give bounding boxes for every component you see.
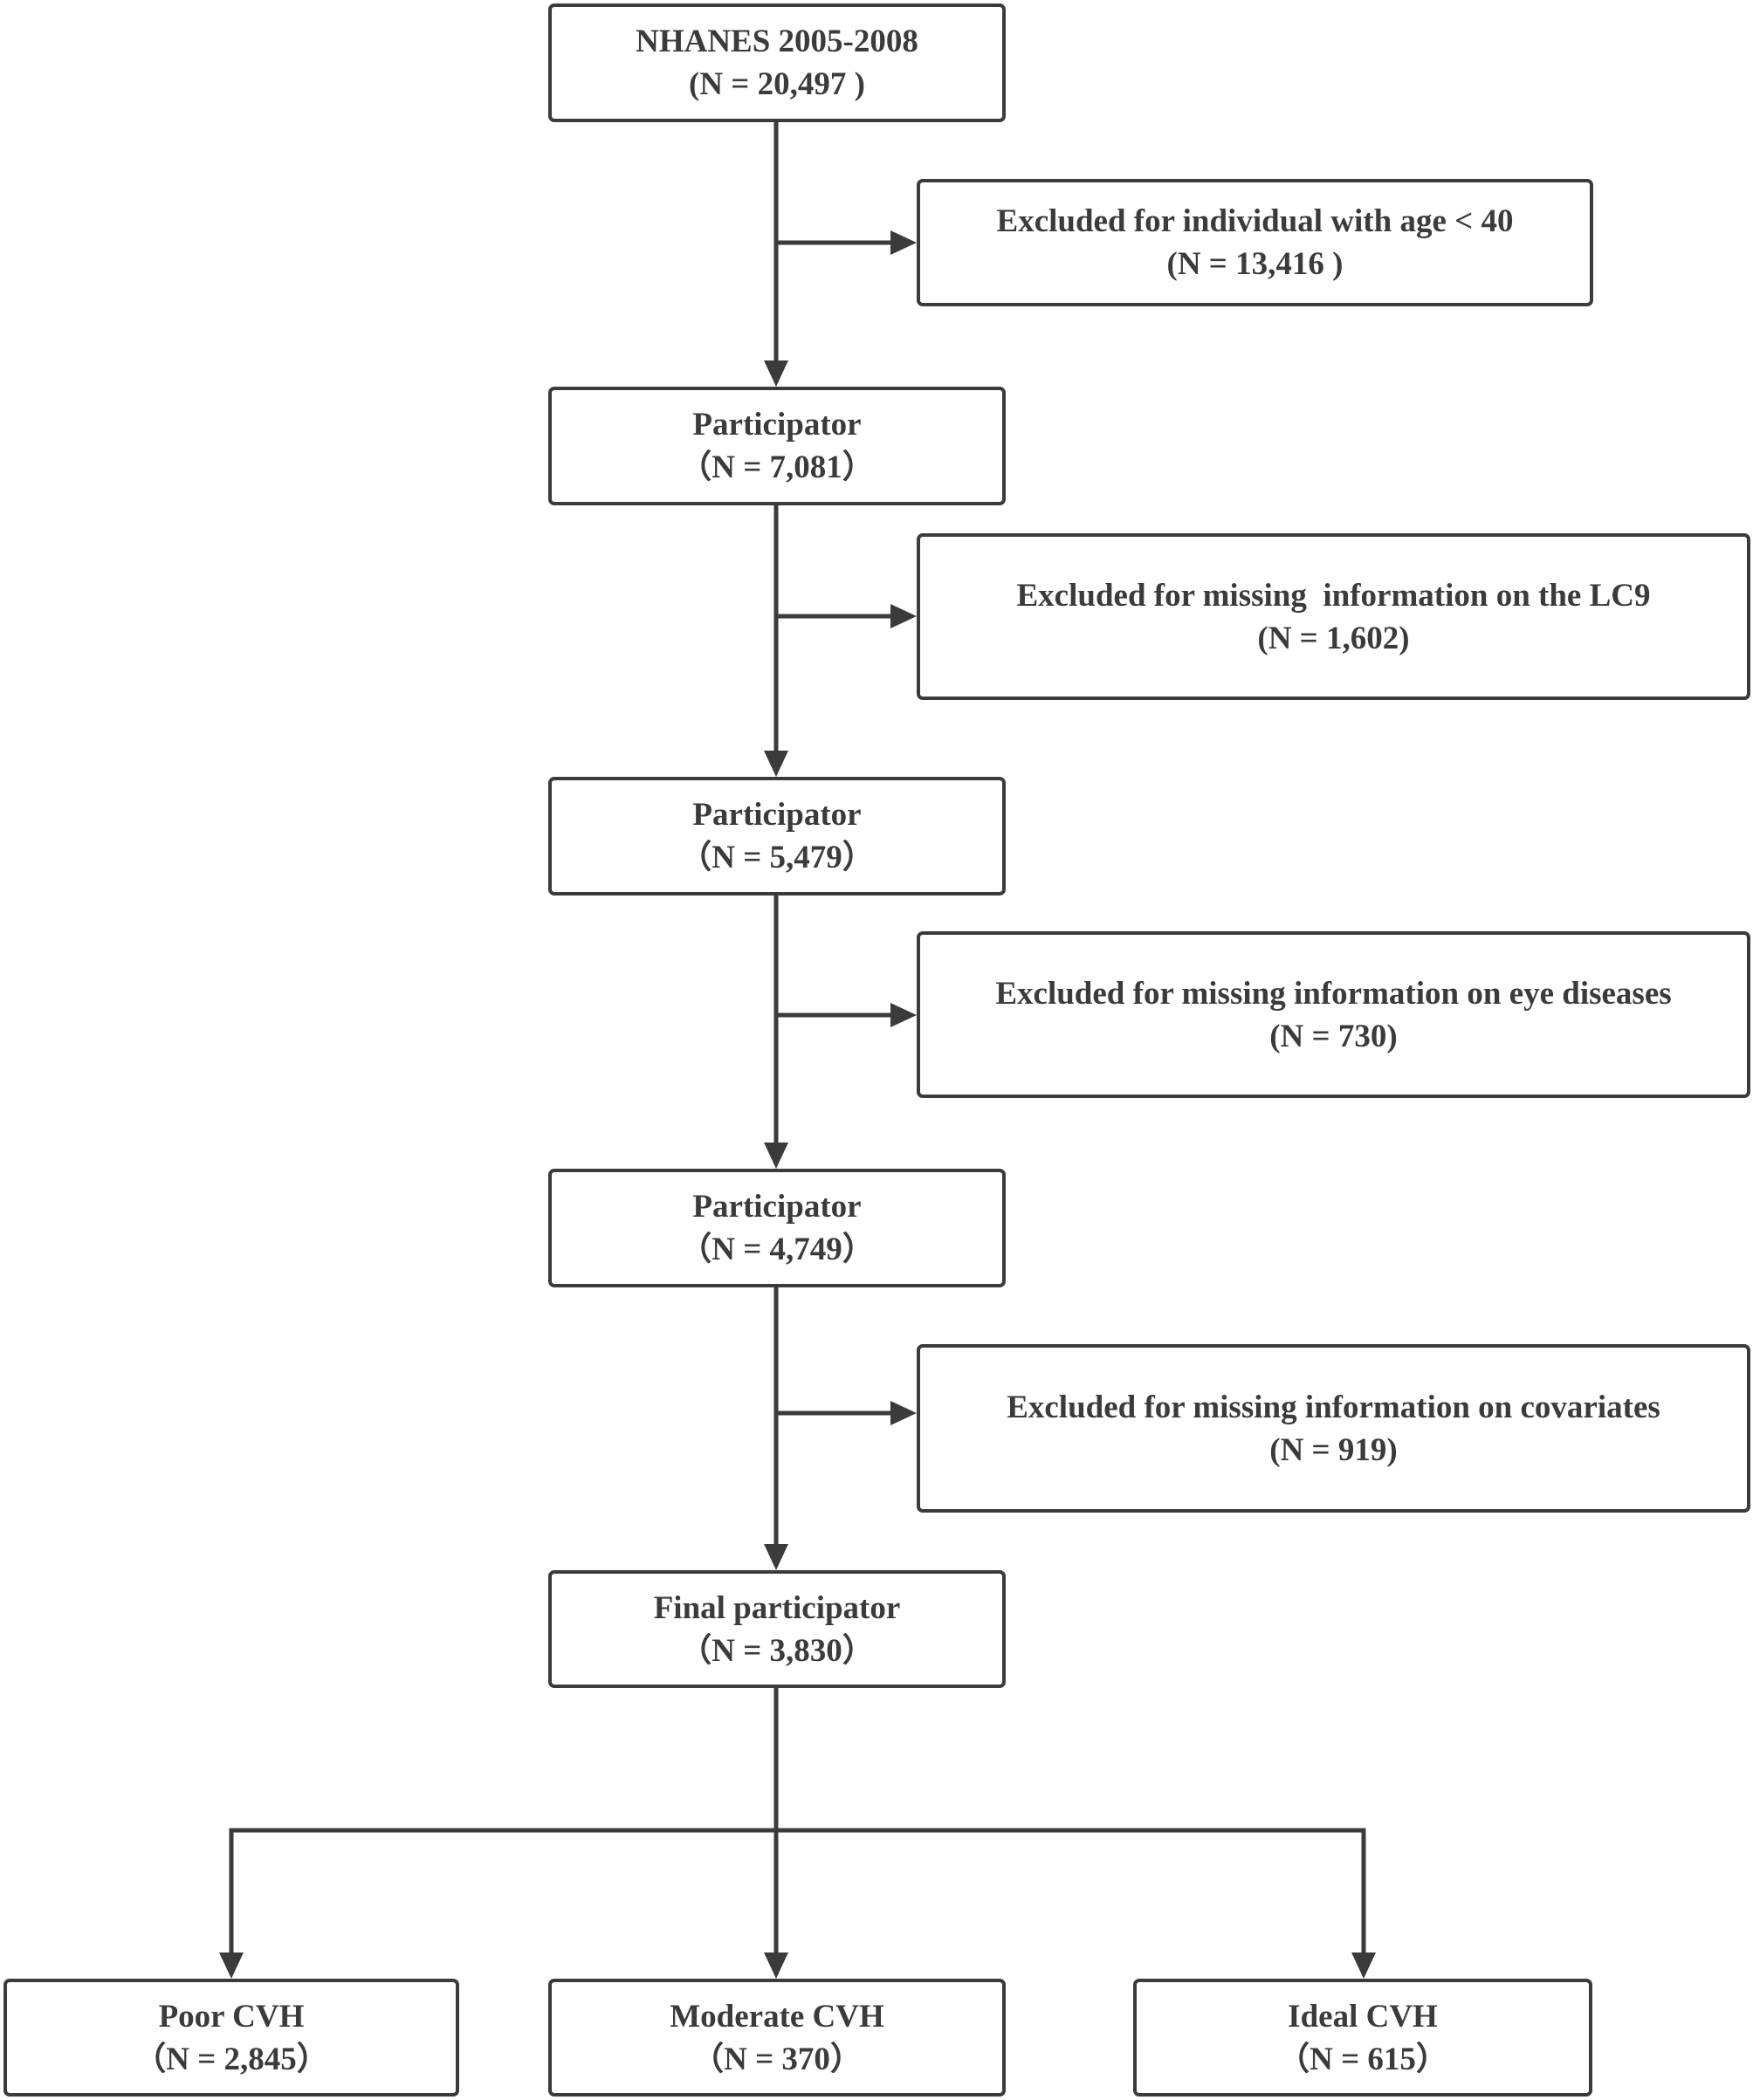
arrow-exclusion-eye-diseases-head	[890, 1003, 917, 1027]
exclusion-label: Excluded for individual with age < 40	[996, 203, 1514, 239]
participant-box-2: Participator （N = 5,479）	[548, 777, 1006, 896]
exclusion-count: (N = 919)	[1269, 1431, 1398, 1468]
exclusion-label: Excluded for missing information on cova…	[1007, 1389, 1660, 1425]
arrow-exclusion-lc9-head	[890, 604, 917, 628]
source-title: NHANES 2005-2008	[636, 24, 918, 59]
exclusion-label: Excluded for missing information on eye …	[995, 975, 1672, 1012]
participant-box-1: Participator （N = 7,081）	[548, 387, 1006, 505]
final-count: （N = 3,830）	[679, 1632, 875, 1669]
participant-box-3: Participator （N = 4,749）	[548, 1169, 1006, 1287]
group-label: Poor CVH	[158, 1998, 305, 2035]
group-box-poor-cvh: Poor CVH （N = 2,845）	[3, 1979, 459, 2097]
arrow-participant-2-to-participant-3-head	[764, 1143, 788, 1169]
final-label: Final participator	[653, 1589, 901, 1626]
group-label: Ideal CVH	[1288, 1998, 1438, 2035]
arrow-to-poor-cvh-head	[219, 1952, 244, 1979]
exclusion-label: Excluded for missing information on the …	[1016, 577, 1651, 614]
group-count: （N = 615）	[1277, 2041, 1448, 2077]
exclusion-count: (N = 730)	[1269, 1018, 1398, 1054]
arrow-to-ideal-cvh-head	[1351, 1952, 1376, 1979]
exclusion-box-age: Excluded for individual with age < 40 (N…	[917, 179, 1593, 306]
arrow-participant-1-to-participant-2-head	[764, 751, 788, 777]
source-count: (N = 20,497 )	[689, 66, 865, 102]
exclusion-box-covariates: Excluded for missing information on cova…	[917, 1344, 1750, 1513]
group-count: （N = 2,845）	[134, 2041, 329, 2077]
exclusion-count: (N = 1,602)	[1257, 620, 1410, 656]
group-count: （N = 370）	[691, 2041, 863, 2077]
exclusion-box-eye-diseases: Excluded for missing information on eye …	[917, 931, 1750, 1098]
participant-count: （N = 4,749）	[679, 1232, 875, 1267]
participant-count: （N = 7,081）	[679, 450, 875, 485]
participant-count: （N = 5,479）	[679, 840, 875, 875]
final-participant-box: Final participator （N = 3,830）	[548, 1570, 1006, 1688]
arrow-exclusion-age-head	[890, 230, 917, 255]
participant-label: Participator	[692, 797, 862, 833]
arrow-to-moderate-cvh-head	[764, 1952, 788, 1979]
participant-label: Participator	[692, 407, 862, 443]
source-box: NHANES 2005-2008 (N = 20,497 )	[548, 3, 1006, 122]
exclusion-count: (N = 13,416 )	[1166, 246, 1344, 282]
arrow-exclusion-covariates-head	[890, 1401, 917, 1425]
group-label: Moderate CVH	[670, 1998, 884, 2035]
group-box-moderate-cvh: Moderate CVH （N = 370）	[548, 1979, 1006, 2097]
group-box-ideal-cvh: Ideal CVH （N = 615）	[1133, 1979, 1592, 2097]
exclusion-box-lc9: Excluded for missing information on the …	[917, 533, 1750, 700]
arrow-participant-3-to-final-head	[764, 1544, 788, 1570]
arrow-source-to-participant-1-head	[764, 360, 788, 387]
participant-label: Participator	[692, 1189, 862, 1225]
